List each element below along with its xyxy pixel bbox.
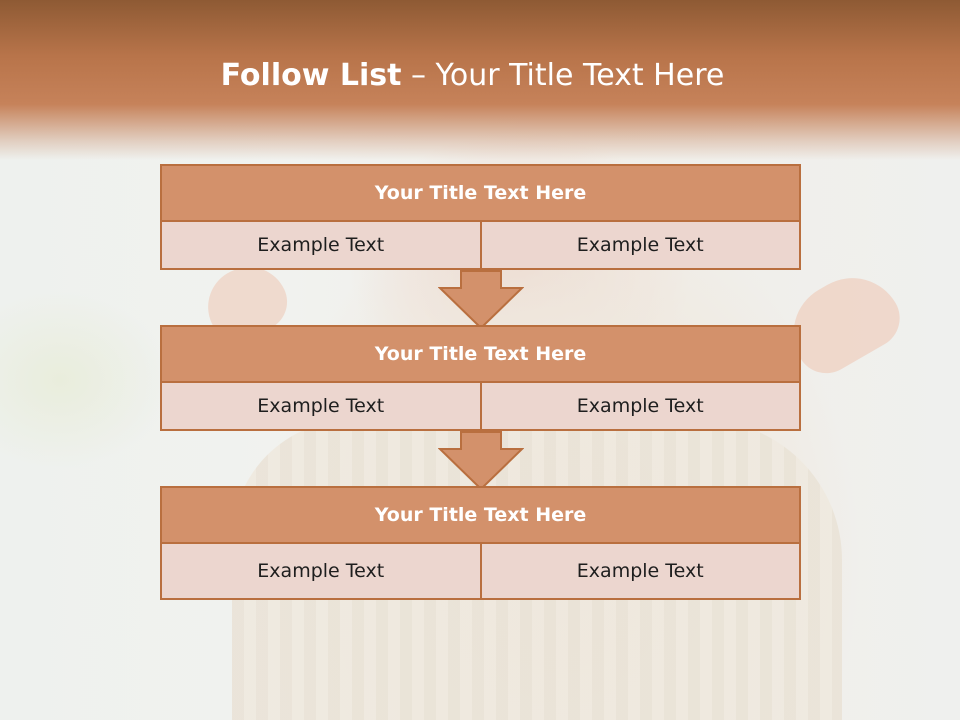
block-title: Your Title Text Here [160,325,801,383]
block-row: Example Text Example Text [160,220,801,270]
block-cell-right: Example Text [479,542,801,600]
follow-block-1: Your Title Text Here Example Text Exampl… [160,164,801,270]
down-arrow-icon [438,270,524,330]
title-band [0,0,960,160]
block-cell-left: Example Text [160,542,482,600]
block-cell-left: Example Text [160,381,482,431]
block-row: Example Text Example Text [160,381,801,431]
slide-title: Follow List – Your Title Text Here [0,54,945,98]
follow-block-3: Your Title Text Here Example Text Exampl… [160,486,801,600]
block-cell-right: Example Text [479,220,801,270]
block-title: Your Title Text Here [160,164,801,222]
slide-title-rest: – Your Title Text Here [401,58,725,93]
down-arrow-icon [438,431,524,491]
block-row: Example Text Example Text [160,542,801,600]
block-title: Your Title Text Here [160,486,801,544]
block-cell-right: Example Text [479,381,801,431]
follow-block-2: Your Title Text Here Example Text Exampl… [160,325,801,431]
block-cell-left: Example Text [160,220,482,270]
slide-title-bold: Follow List [220,58,402,93]
